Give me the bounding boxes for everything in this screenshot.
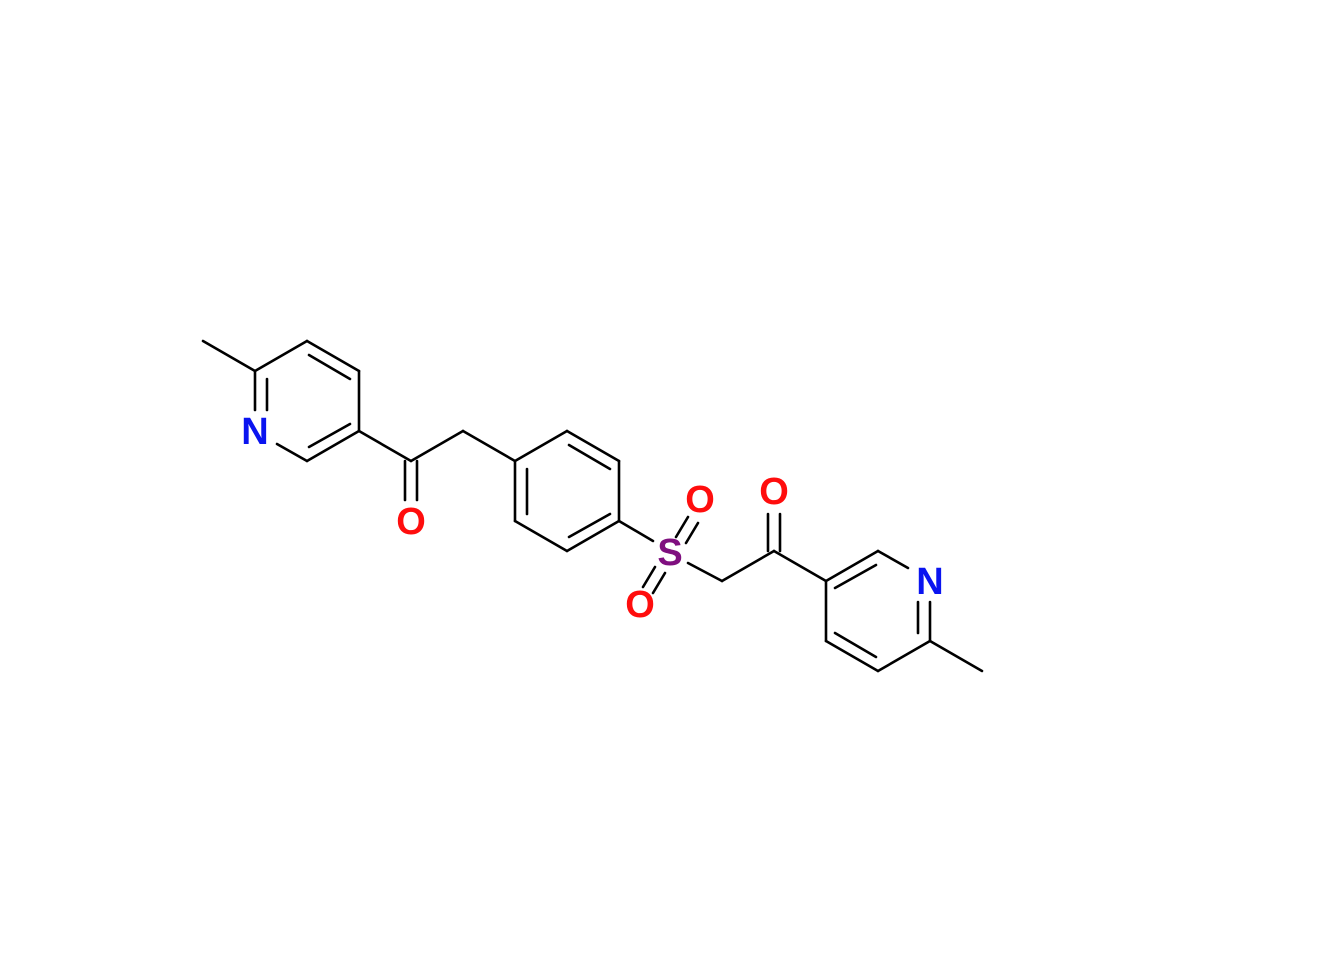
bond	[928, 639, 984, 673]
bond	[641, 565, 657, 589]
bond-inner	[833, 563, 878, 590]
bond	[357, 429, 413, 463]
atom-labels: N O S O O O N	[241, 411, 943, 626]
bond-inner	[567, 512, 612, 539]
bond-inner	[567, 443, 612, 471]
bond	[720, 549, 776, 583]
bond	[201, 339, 257, 373]
bond	[305, 429, 361, 463]
atom-n-right: N	[916, 561, 943, 603]
bond	[876, 639, 932, 673]
bond	[824, 549, 880, 583]
bond	[513, 519, 569, 553]
bond	[275, 442, 309, 463]
bond	[565, 429, 621, 463]
atom-o-ketone-left: O	[396, 501, 426, 543]
bonds	[201, 339, 984, 673]
atom-o-sulfonyl-top: O	[685, 479, 715, 521]
bond	[824, 639, 880, 673]
atom-s-sulfonyl: S	[657, 532, 682, 574]
bond-inner	[307, 422, 352, 449]
bond	[674, 515, 690, 539]
bond	[461, 429, 517, 463]
bond	[617, 519, 655, 543]
bond	[409, 429, 465, 463]
bond	[876, 549, 910, 570]
atom-o-sulfonyl-bottom: O	[625, 584, 655, 626]
bond-inner	[307, 353, 352, 381]
bond	[253, 339, 309, 373]
bond	[305, 339, 361, 373]
bond	[686, 561, 724, 583]
bond	[772, 549, 828, 583]
bond	[513, 429, 569, 463]
bond-inner	[833, 631, 878, 659]
atom-o-ketone-right: O	[759, 471, 789, 513]
atom-n-left: N	[241, 411, 268, 453]
bond	[651, 571, 667, 595]
bond	[565, 519, 621, 553]
bond	[684, 521, 700, 545]
